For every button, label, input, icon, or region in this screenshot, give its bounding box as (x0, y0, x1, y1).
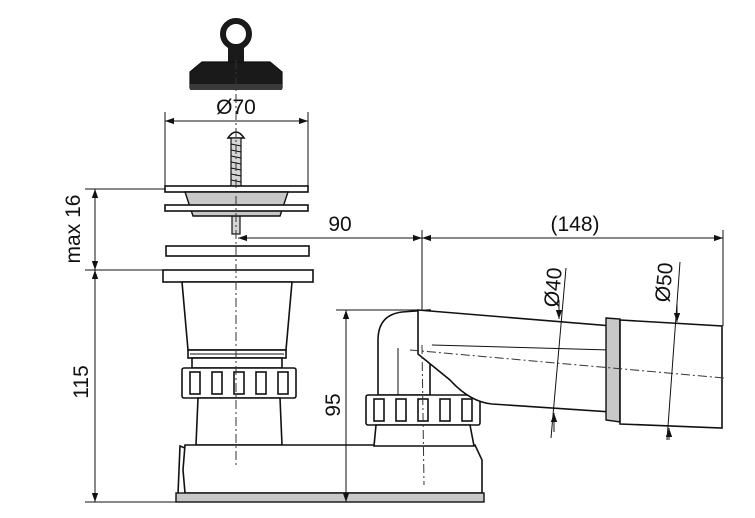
left-coupling-nut (181, 367, 297, 399)
dimension-115: 115 (70, 270, 178, 503)
dimension-148: (148) (422, 213, 724, 326)
dimension-95: 95 (322, 309, 418, 502)
dim-label-95: 95 (322, 393, 345, 416)
max-16-dimension: max 16 (62, 188, 165, 271)
stopper-ring (220, 18, 252, 50)
outlet-pipe (417, 309, 723, 429)
dim-label-diameter-50: Ø50 (651, 262, 677, 304)
stopper-base (190, 84, 282, 90)
diameter-40-dimension: Ø40 (540, 267, 567, 439)
dim-label-max-16: max 16 (62, 195, 85, 264)
dim-label-115: 115 (70, 365, 93, 398)
dim-label-148: (148) (550, 213, 599, 236)
diameter-50-dimension: Ø50 (651, 262, 681, 441)
dim-label-90: 90 (328, 213, 351, 236)
right-coupling-nut (365, 394, 481, 426)
stopper-plug (189, 18, 283, 90)
base-channel (175, 444, 485, 503)
dim-label-diameter-40: Ø40 (540, 267, 566, 309)
dimension-90: 90 (238, 213, 423, 310)
drain-body (177, 281, 297, 495)
outlet-riser (365, 309, 481, 447)
flange-rings (162, 245, 314, 283)
stopper-stem (228, 44, 244, 66)
